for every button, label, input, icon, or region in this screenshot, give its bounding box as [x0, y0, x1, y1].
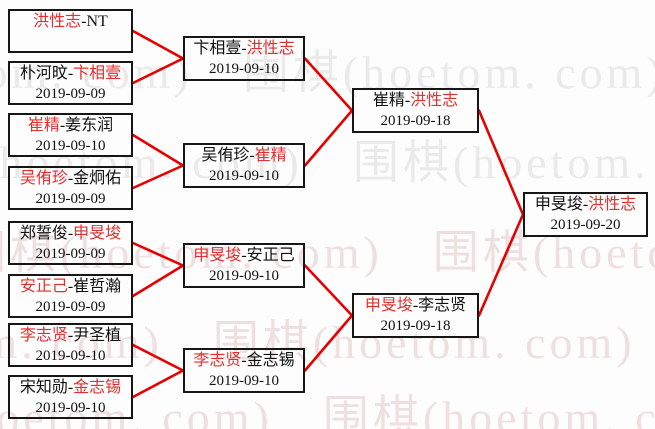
matchup: 安正己-崔哲瀚 [10, 277, 131, 297]
match-date: 2019-09-09 [35, 299, 106, 315]
separator: - [67, 278, 74, 295]
matchup: 郑誓俊-申旻埈 [10, 224, 131, 244]
separator: - [241, 352, 247, 369]
match-r1-1: 洪性志-NT [8, 9, 133, 53]
matchup: 崔精-姜东润 [10, 116, 131, 136]
match-final: 申旻埈-洪性志 2019-09-20 [523, 192, 648, 237]
match-r1-4: 吴侑珍-金炯佑 2019-09-09 [8, 166, 133, 210]
player-first: 李志贤 [193, 352, 242, 369]
player-first: 洪性志 [33, 13, 82, 30]
player-second: 洪性志 [246, 40, 295, 57]
separator: - [582, 196, 589, 213]
player-first: 申旻埈 [534, 196, 583, 213]
match-date: 2019-09-10 [209, 61, 279, 77]
player-first: 朴河旼 [19, 65, 68, 82]
matchup: 洪性志-NT [10, 12, 131, 32]
player-second: 姜东润 [65, 117, 114, 134]
separator: - [67, 65, 74, 82]
match-r2-3: 申旻埈-安正己 2019-09-10 [183, 243, 305, 288]
matchup: 宋知勋-金志锡 [10, 378, 131, 398]
match-sf-1: 崔精-洪性志 2019-09-18 [352, 88, 479, 133]
matchup: 卞相壹-洪性志 [185, 39, 303, 59]
match-r2-2: 吴侑珍-崔精 2019-09-10 [183, 143, 305, 188]
player-first: 吴侑珍 [201, 147, 250, 164]
matchup: 朴河旼-卞相壹 [10, 64, 131, 84]
separator: - [412, 297, 419, 314]
separator: - [67, 225, 74, 242]
matchup: 吴侑珍-崔精 [185, 146, 303, 166]
match-date: 2019-09-18 [380, 318, 451, 334]
match-date: 2019-09-09 [35, 246, 106, 262]
separator: - [81, 13, 87, 30]
player-second: 崔哲瀚 [73, 278, 122, 295]
player-second: 安正己 [246, 247, 295, 264]
match-r2-1: 卞相壹-洪性志 2019-09-10 [183, 36, 305, 81]
match-date: 2019-09-10 [209, 168, 279, 184]
matchup: 李志贤-尹圣植 [10, 326, 131, 346]
player-first: 崔精 [27, 117, 60, 134]
separator: - [67, 170, 74, 187]
matchup: 申旻埈-洪性志 [525, 195, 646, 215]
match-r2-4: 李志贤-金志锡 2019-09-10 [183, 348, 305, 393]
player-first: 李志贤 [19, 327, 68, 344]
player-first: 申旻埈 [364, 297, 413, 314]
player-second: 洪性志 [410, 92, 459, 109]
matchup: 崔精-洪性志 [354, 91, 477, 111]
match-sf-2: 申旻埈-李志贤 2019-09-18 [352, 293, 479, 338]
separator: - [59, 117, 66, 134]
matchup: 吴侑珍-金炯佑 [10, 169, 131, 189]
player-second: 金志锡 [246, 352, 295, 369]
player-second: 金志锡 [73, 379, 122, 396]
match-date: 2019-09-10 [209, 268, 279, 284]
separator: - [404, 92, 411, 109]
match-date: 2019-09-09 [35, 191, 106, 207]
separator: - [67, 379, 74, 396]
matchup: 申旻埈-安正己 [185, 246, 303, 266]
player-first: 郑誓俊 [19, 225, 68, 242]
player-first: 安正己 [19, 278, 68, 295]
player-first: 卞相壹 [193, 40, 242, 57]
player-first: 申旻埈 [193, 247, 242, 264]
player-second: 金炯佑 [73, 170, 122, 187]
match-r1-7: 李志贤-尹圣植 2019-09-10 [8, 323, 133, 367]
player-first: 吴侑珍 [19, 170, 68, 187]
matchup: 申旻埈-李志贤 [354, 296, 477, 316]
separator: - [241, 247, 247, 264]
match-r1-2: 朴河旼-卞相壹 2019-09-09 [8, 61, 133, 105]
match-date: 2019-09-10 [209, 373, 279, 389]
player-second: 卞相壹 [73, 65, 122, 82]
player-second: NT [86, 13, 108, 30]
matchup: 李志贤-金志锡 [185, 351, 303, 371]
player-second: 尹圣植 [73, 327, 122, 344]
match-date: 2019-09-10 [35, 400, 106, 416]
player-first: 崔精 [372, 92, 405, 109]
player-second: 李志贤 [418, 297, 467, 314]
player-first: 宋知勋 [19, 379, 68, 396]
match-r1-8: 宋知勋-金志锡 2019-09-10 [8, 375, 133, 419]
player-second: 申旻埈 [73, 225, 122, 242]
match-date: 2019-09-10 [35, 348, 106, 364]
player-second: 洪性志 [588, 196, 637, 213]
match-r1-3: 崔精-姜东润 2019-09-10 [8, 113, 133, 157]
match-date: 2019-09-18 [380, 113, 451, 129]
separator: - [249, 147, 255, 164]
match-date: 2019-09-10 [35, 138, 106, 154]
separator: - [67, 327, 74, 344]
match-r1-6: 安正己-崔哲瀚 2019-09-09 [8, 274, 133, 318]
match-date [10, 32, 131, 52]
match-r1-5: 郑誓俊-申旻埈 2019-09-09 [8, 221, 133, 265]
player-second: 崔精 [254, 147, 287, 164]
match-date: 2019-09-20 [550, 217, 621, 233]
separator: - [241, 40, 247, 57]
match-date: 2019-09-09 [35, 86, 106, 102]
